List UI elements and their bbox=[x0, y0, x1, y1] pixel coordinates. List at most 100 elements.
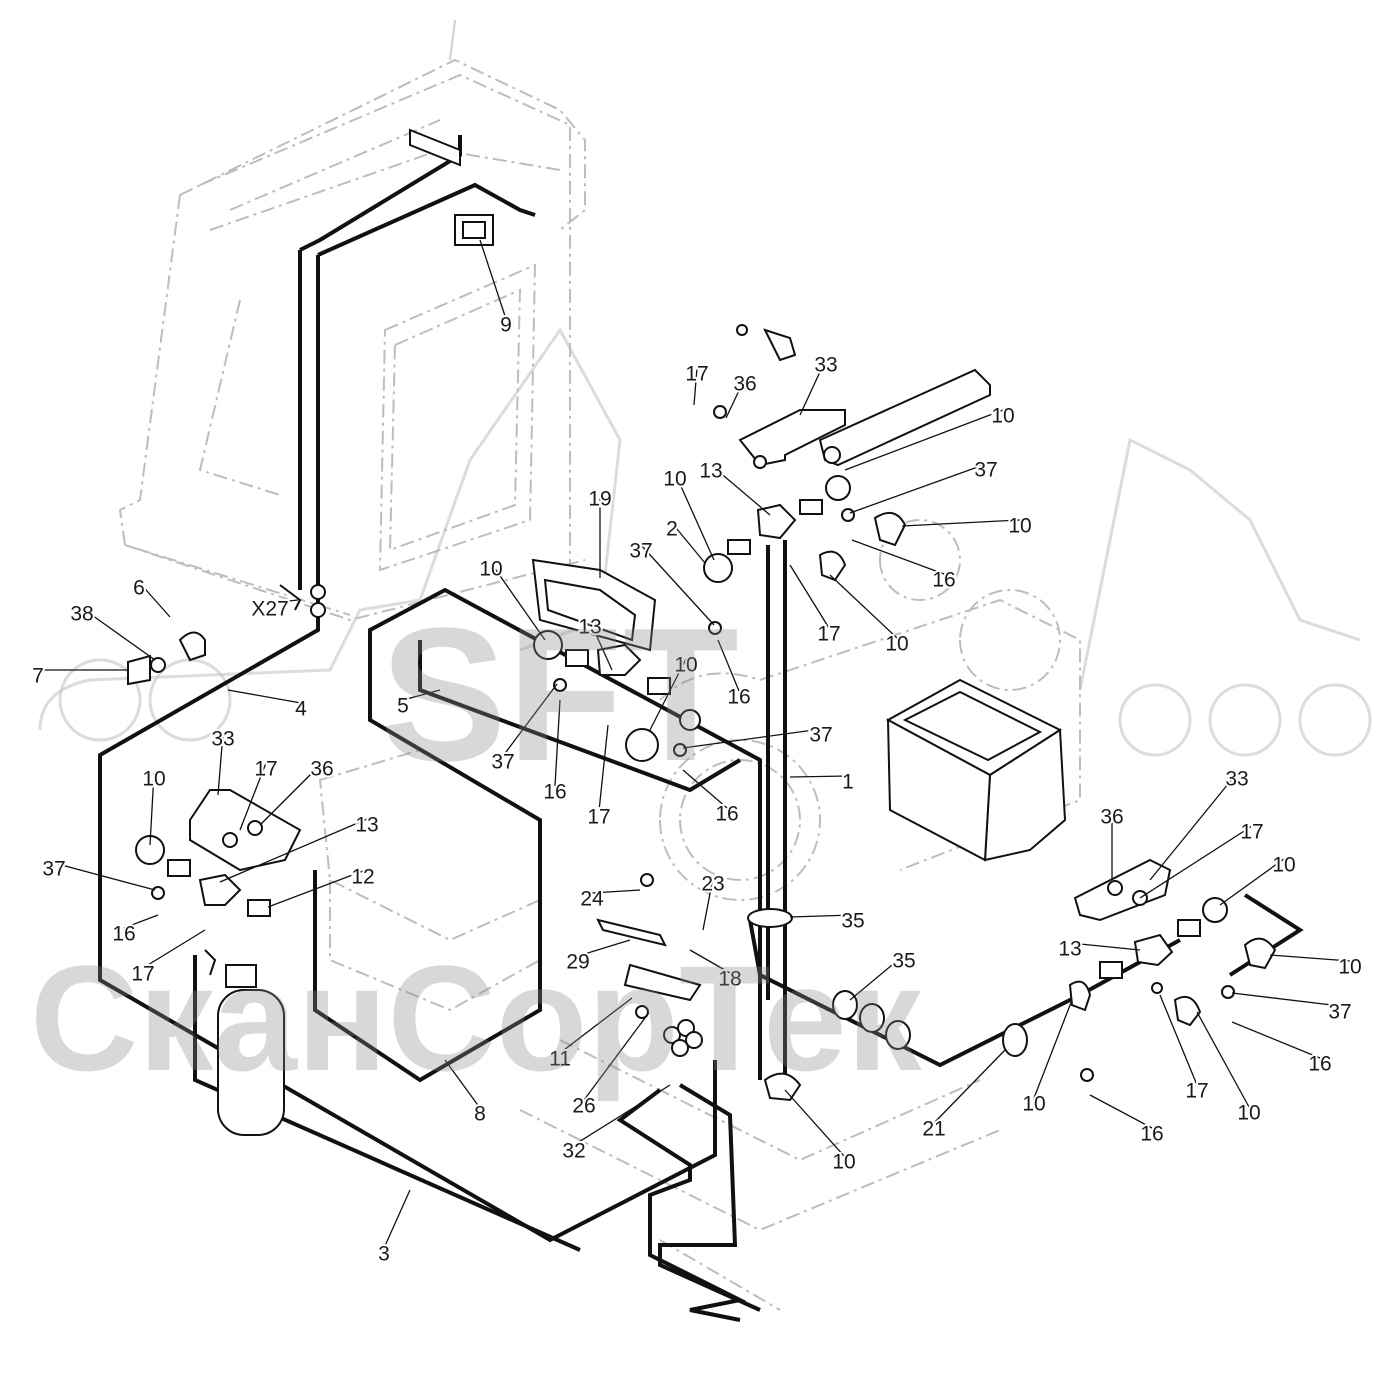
callout-label-c17d: 17 bbox=[254, 758, 277, 781]
watermark-excavator-art bbox=[38, 327, 1372, 757]
leader-line-c10b bbox=[674, 472, 715, 561]
callout-label-c6: 6 bbox=[133, 577, 145, 600]
callout-label-c35a: 35 bbox=[841, 910, 864, 933]
fittings-and-clamps bbox=[127, 128, 1277, 1136]
leader-line-c13a bbox=[710, 464, 771, 516]
callout-label-c4: 4 bbox=[295, 698, 307, 721]
leader-line-c35b bbox=[849, 954, 905, 1001]
callout-label-c35b: 35 bbox=[892, 950, 915, 973]
engine-frame-outline bbox=[318, 519, 1081, 1311]
callout-label-c16e: 16 bbox=[112, 923, 135, 946]
callout-label-c10e: 10 bbox=[885, 633, 908, 656]
callout-label-c10l: 10 bbox=[832, 1151, 855, 1174]
callout-label-c10d: 10 bbox=[1008, 515, 1031, 538]
leader-line-c36b bbox=[259, 762, 323, 826]
callout-label-c13a: 13 bbox=[699, 460, 722, 483]
leader-line-c5 bbox=[402, 689, 441, 701]
callout-label-c24: 24 bbox=[580, 888, 604, 911]
leader-line-c13c bbox=[219, 818, 368, 883]
callout-label-c16b: 16 bbox=[727, 686, 750, 709]
callout-label-cX27: X27 bbox=[251, 598, 288, 621]
callout-label-c37c: 37 bbox=[491, 751, 514, 774]
leader-line-c10e bbox=[829, 574, 898, 639]
callout-label-c13c: 13 bbox=[355, 814, 378, 837]
callout-label-c23: 23 bbox=[701, 873, 724, 896]
leader-line-c16d bbox=[682, 769, 728, 809]
leader-line-c37a bbox=[849, 463, 987, 514]
leader-line-c10c bbox=[844, 409, 1004, 471]
leader-line-c37d bbox=[682, 728, 822, 749]
callout-label-c17c: 17 bbox=[587, 806, 610, 829]
leader-line-c10l bbox=[784, 1089, 845, 1157]
callout-label-c5: 5 bbox=[397, 695, 409, 718]
callout-label-c10g: 10 bbox=[142, 768, 165, 791]
callout-label-c36b: 36 bbox=[310, 758, 333, 781]
watermark-line1: SFT bbox=[380, 589, 739, 801]
callout-label-c10b: 10 bbox=[663, 468, 686, 491]
callout-label-c33c: 33 bbox=[1225, 768, 1248, 791]
callout-label-c37b: 37 bbox=[629, 540, 652, 563]
leader-line-c10a bbox=[490, 562, 546, 641]
leader-line-c10d bbox=[901, 519, 1021, 527]
leader-line-c10f bbox=[649, 658, 687, 731]
callout-label-c37f: 37 bbox=[1328, 1001, 1351, 1024]
leader-line-c26 bbox=[583, 1017, 646, 1101]
callout-label-c10k: 10 bbox=[1237, 1102, 1260, 1125]
callout-label-c38: 38 bbox=[70, 603, 93, 626]
leader-line-c6 bbox=[138, 581, 171, 618]
callout-label-c8: 8 bbox=[474, 1103, 486, 1126]
watermark: SFT СканСорТек bbox=[30, 589, 923, 1102]
callout-label-c16c: 16 bbox=[543, 781, 566, 804]
leader-line-c17d bbox=[239, 762, 267, 831]
leader-line-c32 bbox=[573, 1084, 671, 1146]
leader-line-c38 bbox=[81, 607, 156, 661]
callout-label-c16a: 16 bbox=[932, 569, 955, 592]
leader-line-c3 bbox=[383, 1189, 411, 1249]
leader-line-c37f bbox=[1231, 992, 1341, 1007]
leader-line-c16f bbox=[1231, 1021, 1321, 1059]
callout-label-c21: 21 bbox=[922, 1118, 945, 1141]
leader-line-c37c bbox=[502, 683, 558, 757]
callout-label-c10c: 10 bbox=[991, 405, 1014, 428]
leader-line-c16b bbox=[717, 639, 740, 692]
leader-line-c29 bbox=[577, 939, 631, 957]
leader-line-c10h bbox=[1219, 858, 1285, 906]
callout-label-c33b: 33 bbox=[211, 728, 234, 751]
leader-line-c37e bbox=[53, 862, 156, 891]
callout-label-c12: 12 bbox=[351, 866, 374, 889]
callout-label-c26: 26 bbox=[572, 1095, 595, 1118]
leader-line-c21 bbox=[933, 1049, 1006, 1124]
leader-line-c12 bbox=[267, 870, 364, 908]
leader-line-c17a bbox=[693, 367, 698, 406]
leader-line-c33b bbox=[217, 732, 224, 796]
callout-label-c17a: 17 bbox=[685, 363, 708, 386]
leader-line-c8 bbox=[444, 1059, 481, 1109]
leader-line-c13b bbox=[589, 620, 613, 671]
leader-line-c2 bbox=[671, 522, 706, 564]
callout-label-c16d: 16 bbox=[715, 803, 738, 826]
callout-label-c37a: 37 bbox=[974, 459, 997, 482]
battery-box bbox=[885, 678, 1067, 862]
callout-leaders bbox=[38, 239, 1351, 1249]
callout-label-c37d: 37 bbox=[809, 724, 832, 747]
callout-label-c17b: 17 bbox=[817, 623, 840, 646]
callout-label-c33a: 33 bbox=[814, 354, 837, 377]
callout-label-c11: 11 bbox=[549, 1048, 571, 1071]
callout-label-c17g: 17 bbox=[1185, 1080, 1208, 1103]
leader-line-c17b bbox=[789, 564, 830, 629]
leader-line-c37b bbox=[640, 544, 715, 626]
callout-label-c13b: 13 bbox=[578, 616, 601, 639]
callout-label-c1: 1 bbox=[842, 771, 854, 794]
leader-line-c11 bbox=[559, 997, 633, 1054]
leader-line-c24 bbox=[591, 889, 641, 894]
callout-label-c29: 29 bbox=[566, 951, 589, 974]
leader-line-c16a bbox=[851, 539, 945, 575]
callout-label-c17f: 17 bbox=[1240, 821, 1263, 844]
callout-label-c16f: 16 bbox=[1308, 1053, 1331, 1076]
leader-line-c35a bbox=[789, 914, 854, 918]
leader-line-c4 bbox=[227, 689, 302, 704]
callout-label-c36a: 36 bbox=[733, 373, 756, 396]
leader-line-c10k bbox=[1196, 1011, 1250, 1108]
callout-label-c16g: 16 bbox=[1140, 1123, 1163, 1146]
